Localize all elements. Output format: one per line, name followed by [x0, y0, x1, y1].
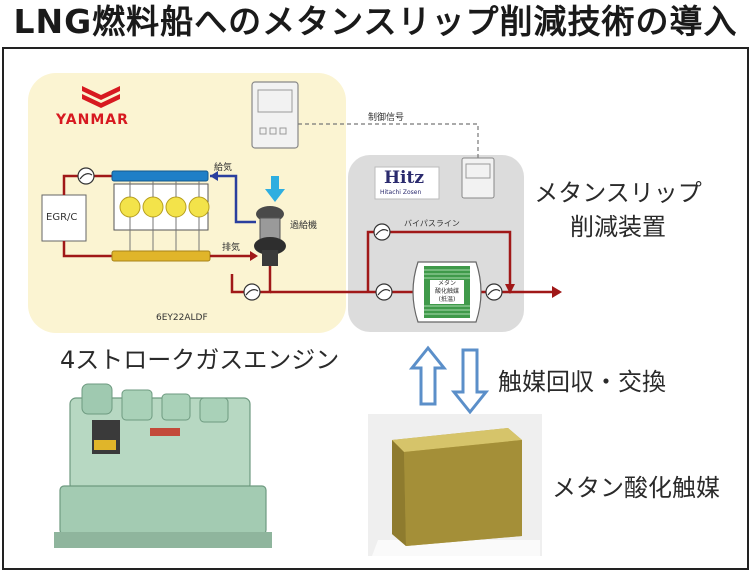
- egr-outlet-pipe: [62, 174, 112, 195]
- intake-label: 給気: [214, 163, 233, 173]
- control-box-engine: [251, 81, 299, 149]
- intake-pipe: [210, 174, 256, 224]
- exhaust-outlet-arrow-icon: [552, 286, 562, 298]
- catalyst-label-line: メタン: [437, 280, 456, 287]
- device-label-line: 削減装置: [570, 213, 666, 241]
- device-label-line: メタンスリップ: [534, 179, 702, 207]
- hitz-logo-box: [374, 166, 440, 200]
- exchange-label: 触媒回収・交換: [498, 368, 666, 396]
- intake-manifold: [111, 170, 209, 182]
- device-label: メタンスリップ 削減装置: [528, 176, 708, 244]
- yanmar-brand: YANMAR: [56, 112, 129, 128]
- egr-cooler-box: [41, 194, 87, 242]
- arrow-up-icon: [408, 345, 448, 406]
- control-signal-line: [298, 123, 479, 158]
- hitz-subbrand: Hitachi Zosen: [380, 189, 422, 196]
- catalyst-caption: メタン酸化触媒: [552, 474, 720, 502]
- yanmar-logo-icon: [82, 86, 120, 108]
- catalyst-photo: [368, 414, 542, 556]
- valve-icon: [243, 283, 261, 301]
- catalyst-vessel: [412, 261, 482, 323]
- bypass-valve-icon: [373, 223, 391, 241]
- turbocharger: [254, 206, 286, 266]
- bypass-label: バイパスライン: [404, 219, 460, 228]
- catalyst-vessel-label: メタン 酸化触媒 (抵温): [430, 280, 464, 304]
- catalyst-label-line: (抵温): [438, 296, 456, 303]
- exhaust-manifold: [111, 250, 211, 262]
- control-box-reduction: [461, 157, 495, 199]
- catalyst-label-line: 酸化触媒: [434, 288, 459, 295]
- control-signal-label: 制御信号: [368, 113, 405, 123]
- turbo-label: 過給機: [290, 221, 318, 231]
- page-title: LNG燃料船へのメタンスリップ削減技術の導入: [13, 2, 738, 41]
- engine-model-label: 6EY22ALDF: [156, 313, 208, 323]
- valve-icon: [485, 283, 503, 301]
- bypass-line: [366, 230, 512, 292]
- hitz-brand: Hitz: [384, 168, 425, 188]
- egr-inlet-pipe: [62, 241, 112, 258]
- egr-label: EGR/C: [46, 212, 78, 223]
- valve-icon: [77, 167, 95, 185]
- valve-icon: [375, 283, 393, 301]
- air-inlet-arrow-icon: [265, 176, 285, 202]
- exhaust-label: 排気: [222, 243, 241, 253]
- arrow-down-icon: [450, 348, 490, 415]
- engine-photo: [52, 382, 274, 552]
- engine-caption: 4ストロークガスエンジン: [60, 346, 340, 374]
